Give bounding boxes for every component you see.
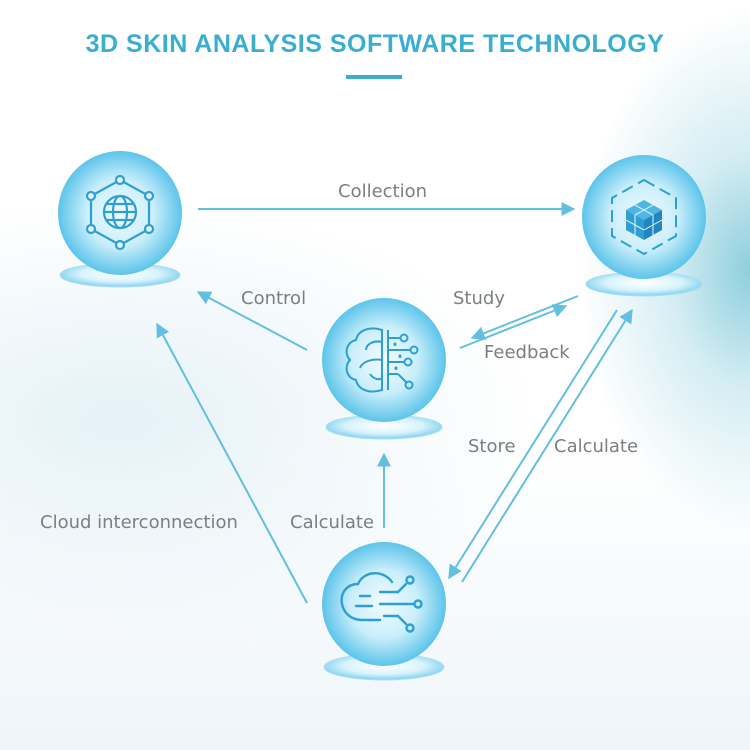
label-store: Store [468,436,516,457]
arrow-feedback [459,304,568,349]
title-underline [346,75,402,79]
label-study: Study [453,288,505,309]
label-collection: Collection [338,181,428,202]
globe-network-icon [85,174,155,251]
node-cloud [322,542,446,681]
label-calculate-up: Calculate [290,512,375,533]
arrow-store [448,309,618,580]
cube-hexagon-icon [611,178,677,256]
node-storage [582,155,706,297]
label-cloud-interconnection: Cloud interconnection [40,512,238,533]
node-network [58,151,182,288]
arrow-calculate-right [461,308,633,583]
node-ai [322,298,446,440]
label-feedback: Feedback [484,342,570,363]
arrow-control [196,291,308,351]
label-control: Control [241,288,307,309]
brain-circuit-icon [345,327,419,393]
arrow-cloud-interconnection [156,322,308,604]
label-calculate-right: Calculate [554,436,639,457]
arrow-study [470,295,579,340]
cloud-circuit-icon [340,572,423,633]
page-title: 3D SKIN ANALYSIS SOFTWARE TECHNOLOGY [85,30,665,58]
